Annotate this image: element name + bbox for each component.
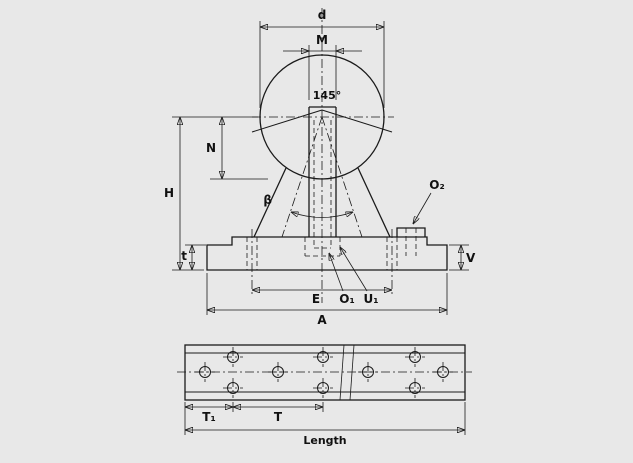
dimension-beta: β xyxy=(263,193,353,218)
dim-label-145: 145° xyxy=(313,89,341,102)
dimension-length: Length xyxy=(184,402,466,447)
dim-label-h: H xyxy=(164,186,174,200)
hole-symbol xyxy=(313,378,333,398)
rail-holes xyxy=(195,347,453,398)
hole-symbol xyxy=(223,347,243,367)
dimension-e: E xyxy=(252,290,392,306)
hole-symbol xyxy=(313,347,333,367)
dim-label-n: N xyxy=(206,141,216,155)
hole-symbol xyxy=(268,362,288,382)
callout-o1: O₁ xyxy=(329,253,355,306)
base-plate-outline xyxy=(206,236,448,271)
dim-label-length: Length xyxy=(303,434,346,447)
dimension-n: N xyxy=(172,116,268,180)
break-line-right xyxy=(349,344,355,401)
dim-label-d: d xyxy=(318,8,327,22)
front-view: d M 145° N H t xyxy=(164,8,476,327)
dimension-d: d xyxy=(259,8,385,108)
body-slope-left xyxy=(253,167,287,238)
rail-body xyxy=(184,344,466,401)
support-outline xyxy=(206,54,448,271)
hidden-lines xyxy=(246,120,417,270)
hole-symbol xyxy=(358,362,378,382)
callout-u1: U₁ xyxy=(340,247,379,306)
dim-label-o2: O₂ xyxy=(429,178,444,192)
dimension-t-pitch: T xyxy=(233,402,324,424)
hole-symbol xyxy=(223,378,243,398)
dimension-t1: T₁ xyxy=(185,402,234,424)
hole-symbol xyxy=(405,347,425,367)
hole-symbol xyxy=(195,362,215,382)
dim-label-v: V xyxy=(466,251,476,265)
dimension-a: A xyxy=(206,273,448,327)
plan-view: T₁ T Length xyxy=(177,344,472,447)
dim-label-u1: U₁ xyxy=(364,292,379,306)
body-slope-right xyxy=(357,167,391,238)
dim-label-o1: O₁ xyxy=(339,292,354,306)
hole-symbol xyxy=(405,378,425,398)
dim-label-e: E xyxy=(312,292,320,306)
rail-outline xyxy=(177,344,472,401)
dim-label-t: t xyxy=(181,249,187,263)
dim-label-m: M xyxy=(316,33,328,47)
hole-symbol xyxy=(433,362,453,382)
break-line-left xyxy=(339,344,345,401)
lube-boss-outline xyxy=(396,227,426,237)
dim-label-t-pitch: T xyxy=(274,410,283,424)
dimension-m: M xyxy=(283,33,362,100)
dimension-t: t xyxy=(181,244,206,270)
dimension-v: V xyxy=(449,244,476,271)
chamfer-line-left xyxy=(251,109,323,133)
callout-o2: O₂ xyxy=(413,178,445,224)
dim-label-t1: T₁ xyxy=(202,410,215,424)
dim-label-beta: β xyxy=(263,193,272,207)
dimension-h: H xyxy=(164,117,204,271)
centerlines xyxy=(251,8,394,303)
chamfer-line-right xyxy=(321,109,393,133)
dim-label-a: A xyxy=(317,313,327,327)
shaft-bore-circle xyxy=(259,54,385,180)
